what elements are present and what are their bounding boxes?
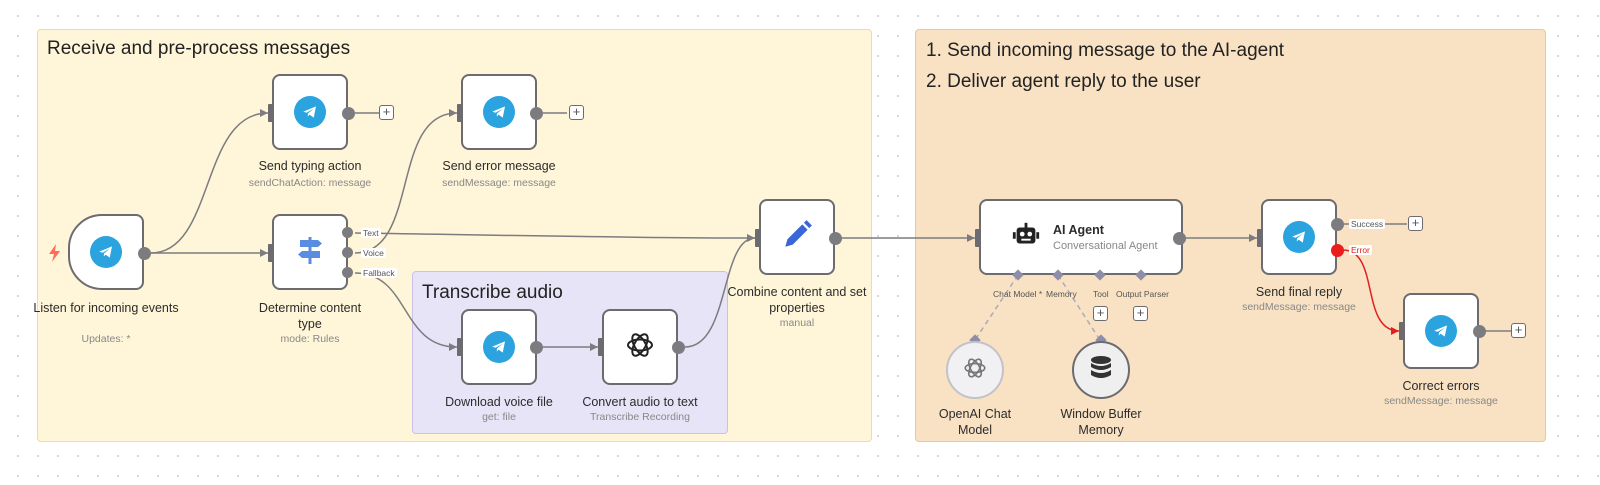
out-port-correct-errors[interactable] bbox=[1473, 325, 1486, 338]
node-correct-errors-subtitle: sendMessage: message bbox=[1384, 395, 1498, 407]
telegram-icon bbox=[1425, 315, 1457, 347]
sticky-receive-title: Receive and pre-process messages bbox=[47, 38, 351, 59]
node-send-final-subtitle: sendMessage: message bbox=[1242, 301, 1356, 313]
node-send-final[interactable] bbox=[1261, 199, 1337, 275]
out-port-error-message[interactable] bbox=[530, 107, 543, 120]
telegram-icon bbox=[90, 236, 122, 268]
add-output-parser-button[interactable]: + bbox=[1133, 306, 1148, 321]
node-error-message-subtitle: sendMessage: message bbox=[442, 177, 556, 189]
node-ai-agent[interactable]: AI Agent Conversational Agent bbox=[979, 199, 1183, 275]
out-port-typing[interactable] bbox=[342, 107, 355, 120]
wire-voice-error bbox=[354, 112, 458, 254]
add-node-button[interactable]: + bbox=[379, 105, 394, 120]
node-typing-subtitle: sendChatAction: message bbox=[248, 177, 372, 189]
node-send-final-label: Send final reply bbox=[1255, 285, 1343, 299]
sticky-agent-line2: 2. Deliver agent reply to the user bbox=[926, 71, 1201, 92]
pencil-icon bbox=[780, 218, 814, 257]
branch-label-error: Error bbox=[1349, 245, 1372, 255]
node-determine-label: Determine content type bbox=[258, 301, 362, 331]
node-combine-label: Combine content and set properties bbox=[727, 285, 867, 315]
telegram-icon bbox=[483, 331, 515, 363]
node-typing-label: Send typing action bbox=[258, 159, 362, 173]
out-port-ai-agent[interactable] bbox=[1173, 232, 1186, 245]
branch-label-voice: Voice bbox=[361, 248, 386, 258]
connector-label-tool: Tool bbox=[1093, 289, 1109, 299]
node-listen-subtitle: Updates: * bbox=[81, 333, 131, 345]
node-download-voice-subtitle: get: file bbox=[482, 411, 516, 423]
node-openai-chat-label: OpenAI Chat Model bbox=[938, 407, 1012, 437]
out-port-error[interactable] bbox=[1331, 244, 1344, 257]
node-window-memory[interactable] bbox=[1072, 341, 1130, 399]
node-window-memory-label: Window Buffer Memory bbox=[1060, 407, 1142, 437]
out-port-fallback[interactable] bbox=[342, 267, 353, 278]
out-port-voice[interactable] bbox=[342, 247, 353, 258]
wire-text-combine bbox=[354, 232, 756, 239]
in-port-send-final[interactable] bbox=[1257, 229, 1263, 247]
node-openai-chat[interactable] bbox=[946, 341, 1004, 399]
telegram-icon bbox=[294, 96, 326, 128]
switch-signpost-icon bbox=[294, 234, 326, 271]
out-port-listen[interactable] bbox=[138, 247, 151, 260]
telegram-icon bbox=[1283, 221, 1315, 253]
in-port-determine[interactable] bbox=[268, 244, 274, 262]
connector-label-output-parser: Output Parser bbox=[1116, 289, 1169, 299]
add-node-button[interactable]: + bbox=[1511, 323, 1526, 338]
add-tool-button[interactable]: + bbox=[1093, 306, 1108, 321]
node-correct-errors-label: Correct errors bbox=[1402, 379, 1480, 393]
node-combine-subtitle: manual bbox=[779, 317, 815, 329]
branch-label-fallback: Fallback bbox=[361, 268, 397, 278]
in-port-combine[interactable] bbox=[755, 229, 761, 247]
wire-convert-combine bbox=[684, 237, 756, 348]
connector-label-memory: Memory bbox=[1046, 289, 1077, 299]
in-port-ai-agent[interactable] bbox=[975, 229, 981, 247]
connector-label-chat-model: Chat Model * bbox=[993, 289, 1043, 299]
in-port-error-message[interactable] bbox=[457, 104, 463, 122]
out-port-convert-audio[interactable] bbox=[672, 341, 685, 354]
node-convert-audio-label: Convert audio to text bbox=[582, 395, 698, 409]
in-port-correct-errors[interactable] bbox=[1399, 322, 1405, 340]
out-port-download-voice[interactable] bbox=[530, 341, 543, 354]
node-typing[interactable] bbox=[272, 74, 348, 150]
in-port-typing[interactable] bbox=[268, 104, 274, 122]
node-determine-subtitle: mode: Rules bbox=[280, 333, 340, 345]
node-listen[interactable] bbox=[68, 214, 144, 290]
in-port-download-voice[interactable] bbox=[457, 338, 463, 356]
telegram-icon bbox=[483, 96, 515, 128]
trigger-bolt-icon bbox=[49, 244, 61, 267]
node-convert-audio-subtitle: Transcribe Recording bbox=[590, 411, 690, 423]
add-node-button[interactable]: + bbox=[569, 105, 584, 120]
node-error-message[interactable] bbox=[461, 74, 537, 150]
node-error-message-label: Send error message bbox=[442, 159, 556, 173]
node-convert-audio[interactable] bbox=[602, 309, 678, 385]
wire-memory-link bbox=[1057, 274, 1101, 341]
wire-listen-typing bbox=[150, 112, 269, 254]
out-port-success[interactable] bbox=[1331, 218, 1344, 231]
node-download-voice[interactable] bbox=[461, 309, 537, 385]
branch-label-success: Success bbox=[1349, 219, 1386, 229]
node-determine[interactable] bbox=[272, 214, 348, 290]
node-listen-label: Listen for incoming events bbox=[33, 301, 179, 315]
database-icon bbox=[1089, 355, 1113, 386]
node-correct-errors[interactable] bbox=[1403, 293, 1479, 369]
wire-model-link bbox=[974, 274, 1019, 341]
openai-icon bbox=[962, 355, 988, 386]
in-port-convert-audio[interactable] bbox=[598, 338, 604, 356]
robot-icon bbox=[1011, 220, 1041, 255]
add-node-button[interactable]: + bbox=[1408, 216, 1423, 231]
sticky-transcribe-title: Transcribe audio bbox=[422, 282, 563, 303]
out-port-text[interactable] bbox=[342, 227, 353, 238]
openai-icon bbox=[624, 329, 656, 366]
sticky-agent-line1: 1. Send incoming message to the AI-agent bbox=[926, 40, 1285, 61]
node-ai-agent-label: AI Agent bbox=[1053, 222, 1104, 237]
branch-label-text: Text bbox=[361, 228, 381, 238]
node-ai-agent-subtitle: Conversational Agent bbox=[1053, 239, 1158, 252]
node-combine[interactable] bbox=[759, 199, 835, 275]
node-download-voice-label: Download voice file bbox=[445, 395, 553, 409]
out-port-combine[interactable] bbox=[829, 232, 842, 245]
